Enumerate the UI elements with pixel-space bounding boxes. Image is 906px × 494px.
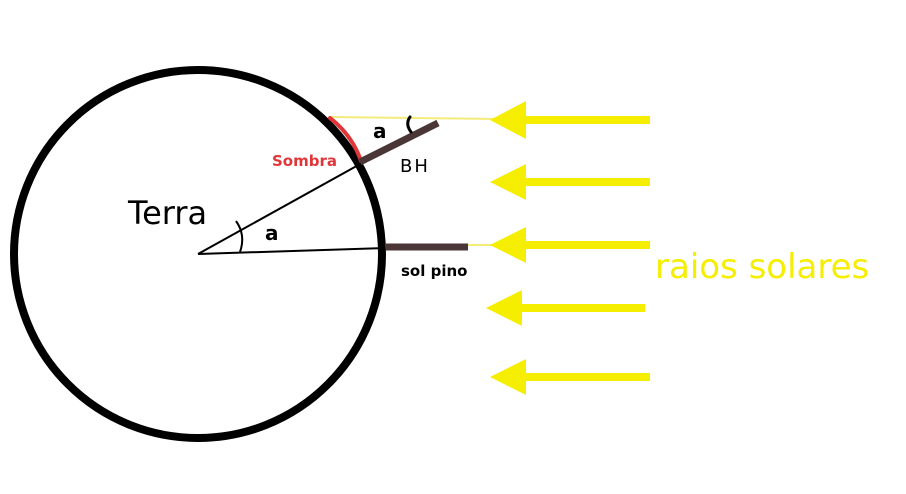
radius-line-rod [197,162,363,255]
shadow-label: Sombra [272,152,337,170]
ray-line-top [329,116,501,120]
ray-arrow-3 [490,227,650,263]
rod-top-label: BH [400,156,430,177]
angle-label-top: a [373,119,387,143]
angle-label-center: a [265,221,279,245]
earth-circle [10,66,386,442]
ray-arrow-1 [490,101,650,139]
radius-line-equator [197,247,385,255]
earth-label: Terra [127,194,207,232]
angle-arc-top [406,115,413,134]
rod-equator-label: sol pino [401,262,467,280]
sun-rays-label: raios solares [655,247,869,287]
angle-arc-center [235,220,244,253]
ray-arrow-5 [490,359,650,395]
sun-ray-arrows [486,101,650,395]
ray-arrow-4 [486,290,645,326]
ray-arrow-2 [490,164,650,200]
shadow-arc [328,116,363,163]
rod-top [358,119,440,166]
